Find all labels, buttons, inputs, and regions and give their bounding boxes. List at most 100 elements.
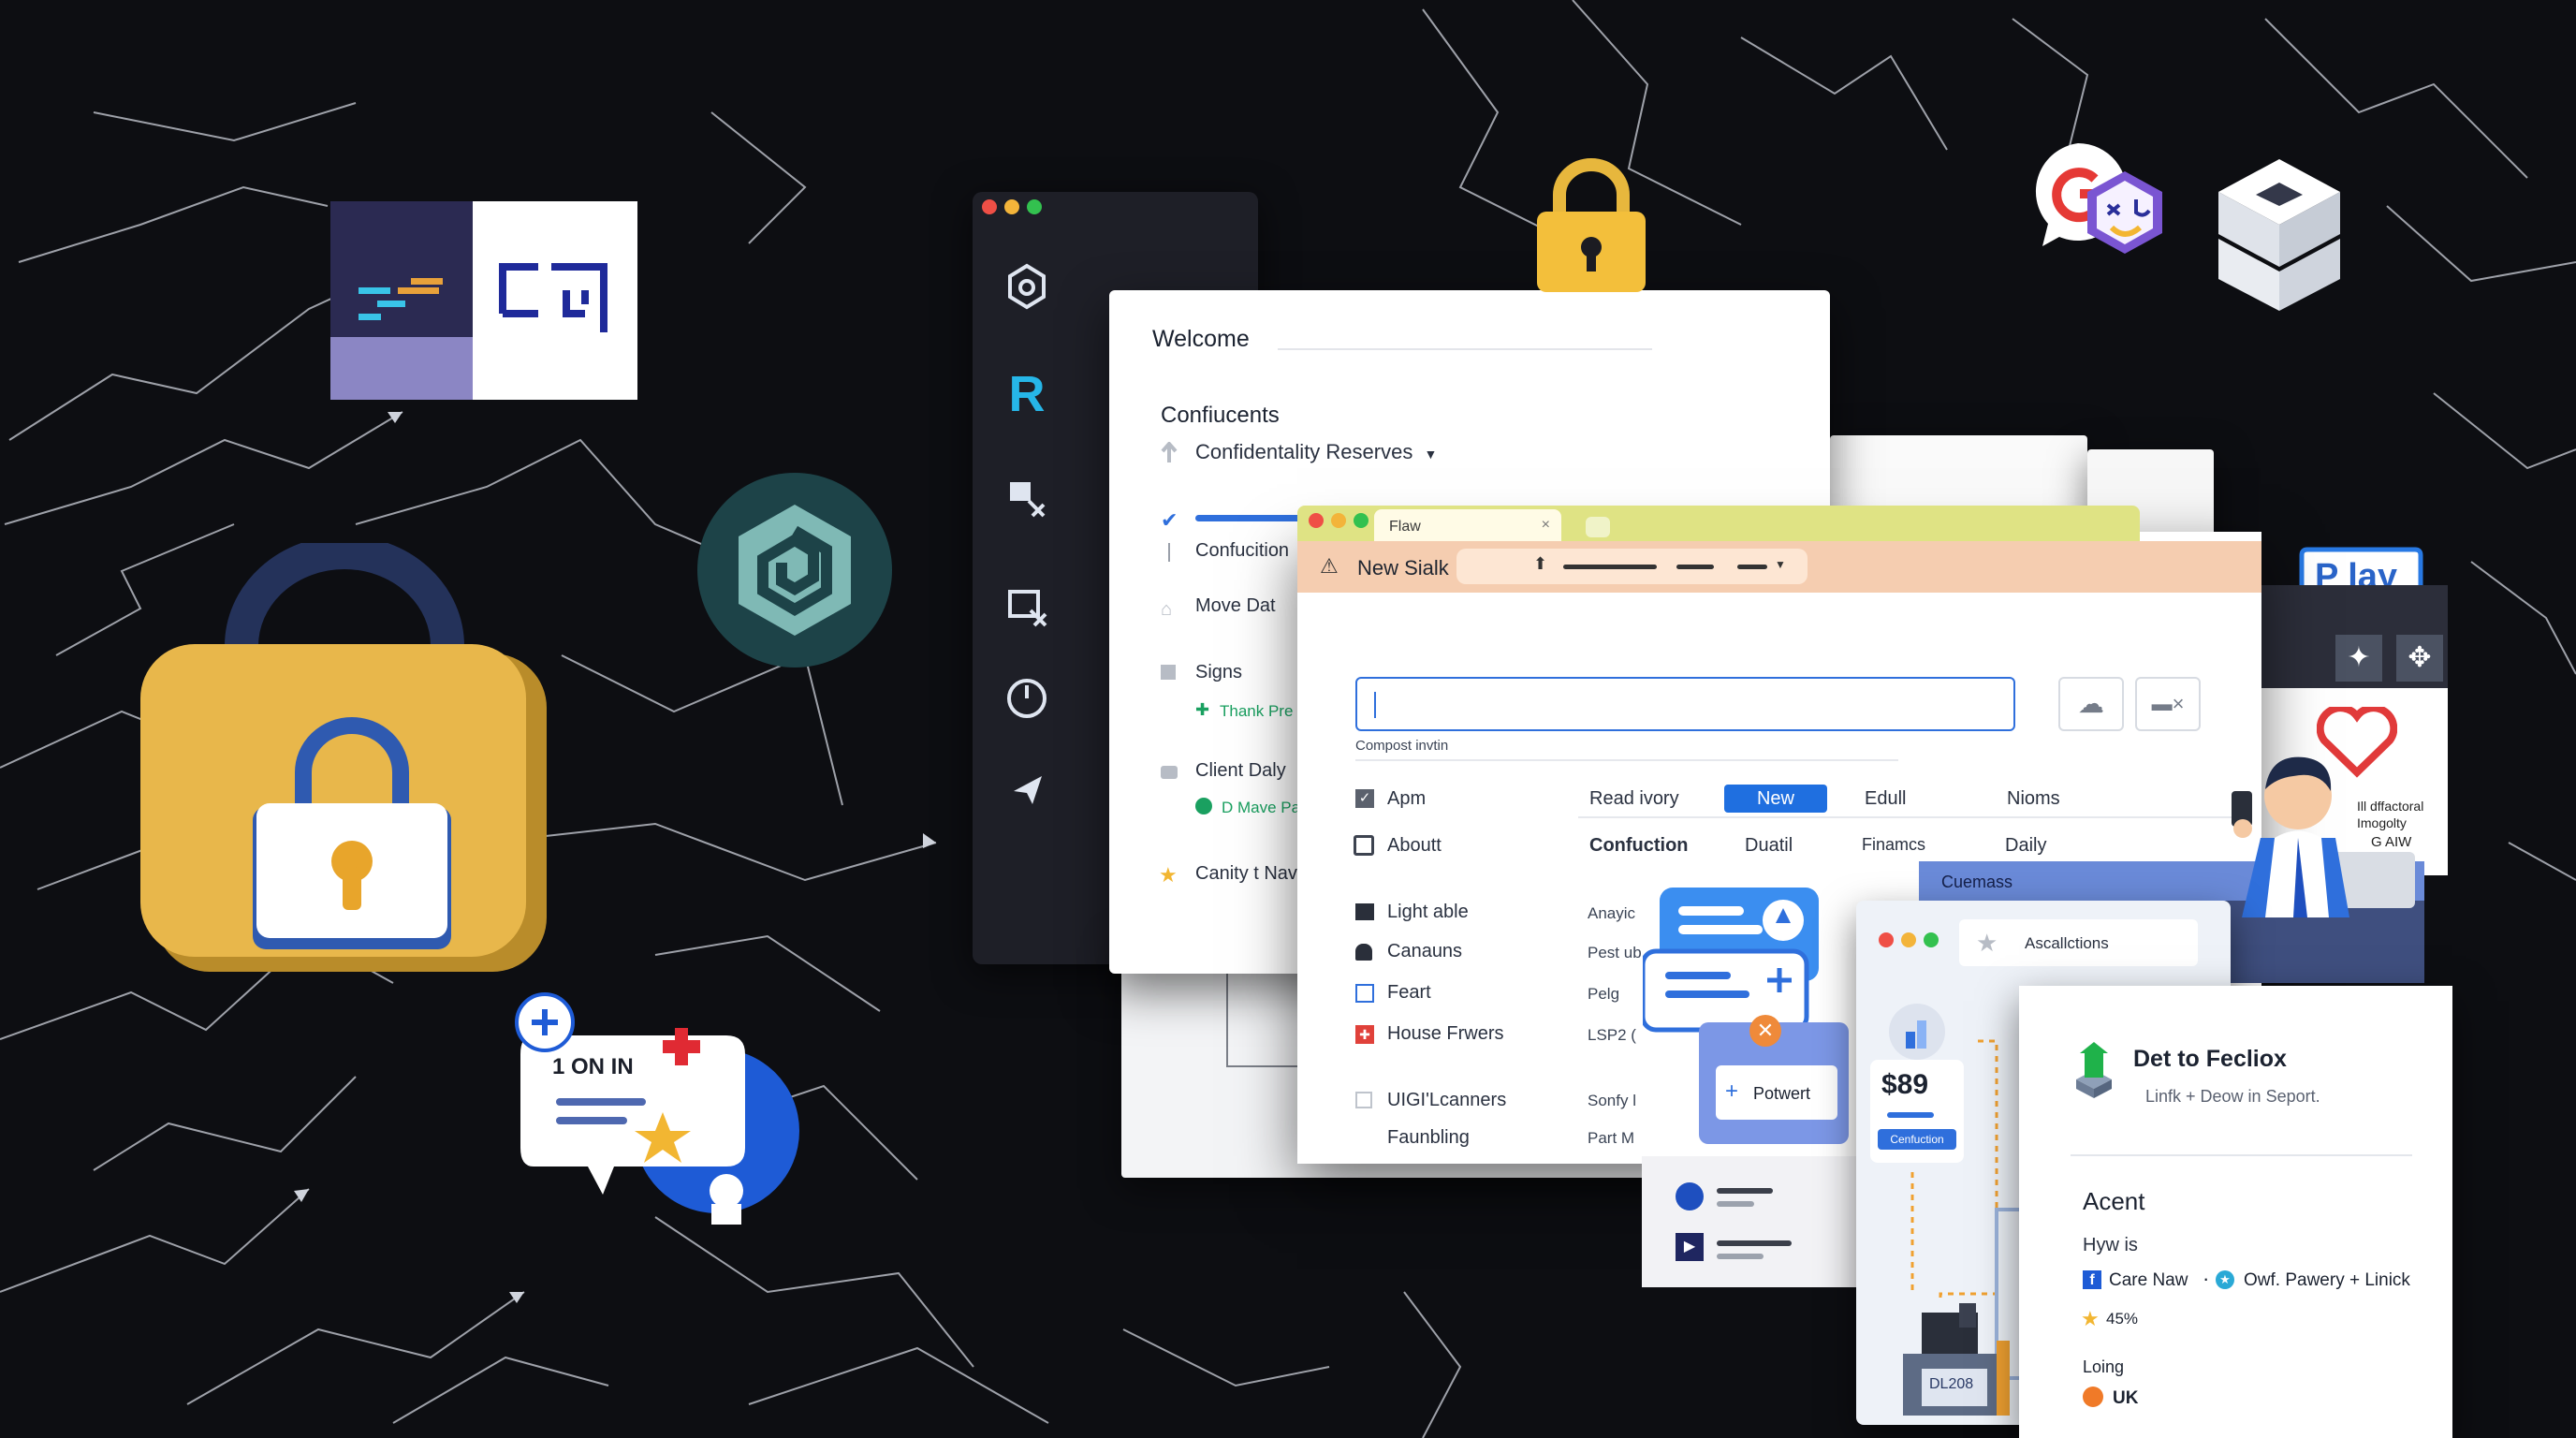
upload-icon xyxy=(1161,440,1178,464)
divider-tick xyxy=(1168,543,1170,562)
close-icon[interactable]: ✕ xyxy=(1749,1015,1781,1047)
side-note-line: Ill dffactoral xyxy=(2357,799,2424,814)
list-item[interactable]: Aboutt xyxy=(1387,835,1442,856)
grid-icon[interactable]: ✥ xyxy=(2396,635,2443,682)
checkbox-icon[interactable] xyxy=(1355,1092,1372,1108)
server-device-icon: DL208 xyxy=(1903,1294,2025,1416)
new-tab-button[interactable] xyxy=(1586,517,1610,537)
isometric-cube-icon xyxy=(2209,150,2349,314)
main-input[interactable] xyxy=(1355,677,2015,731)
screen-cursor-icon[interactable] xyxy=(1001,473,1053,525)
window-controls xyxy=(1309,513,1376,533)
welcome-title-rule xyxy=(1278,348,1652,350)
list-item[interactable]: Feart xyxy=(1387,982,1431,1003)
maximize-window-button[interactable] xyxy=(1027,199,1042,214)
list-item[interactable]: Move Dat xyxy=(1195,595,1276,616)
green-check-icon xyxy=(1195,798,1212,814)
checkbox-checked-icon[interactable]: ✓ xyxy=(1355,789,1374,808)
tab-nioms[interactable]: Nioms xyxy=(2007,788,2060,809)
minimize-window-button[interactable] xyxy=(1331,513,1346,528)
send-arrow-icon[interactable] xyxy=(1001,763,1053,815)
tab-new[interactable]: New xyxy=(1724,785,1827,813)
browser-tab[interactable]: Flaw × xyxy=(1374,509,1561,543)
chevron-down-icon: ▼ xyxy=(1775,558,1786,571)
minimize-window-button[interactable] xyxy=(1004,199,1019,214)
r-logo-icon[interactable]: R xyxy=(1001,366,1053,422)
list-item[interactable]: Client Daly xyxy=(1195,760,1286,781)
list-item[interactable]: Signs xyxy=(1195,662,1243,682)
cloud-button[interactable]: ☁ xyxy=(2058,677,2124,731)
price-card[interactable]: $89 Cenfuction xyxy=(1870,1060,1964,1163)
warning-icon: ⚠ xyxy=(1320,554,1339,578)
clock-icon[interactable] xyxy=(1001,672,1053,725)
window-controls xyxy=(982,199,1049,219)
chat-badge[interactable]: 1 ON IN xyxy=(513,990,812,1225)
cuemass-label: Cuemass xyxy=(1941,873,2013,891)
play-icon: ▶ xyxy=(1676,1233,1704,1261)
hint-rule xyxy=(1355,759,1898,761)
browser-tab-bar: Flaw × xyxy=(1297,506,2140,543)
checkbox-icon[interactable] xyxy=(1355,984,1374,1003)
chat-icon xyxy=(1161,766,1178,779)
table-cell: Pest ub xyxy=(1588,944,1642,961)
close-window-button[interactable] xyxy=(982,199,997,214)
list-item-sub: D Mave Pa xyxy=(1222,799,1301,816)
qr-code-icon xyxy=(473,201,637,400)
list-item[interactable]: Apm xyxy=(1387,788,1427,809)
list-item[interactable]: House Frwers xyxy=(1387,1023,1504,1044)
list-item[interactable]: Confucition xyxy=(1195,540,1290,561)
card-title: Det to Fecliox xyxy=(2133,1046,2287,1072)
tab-edull[interactable]: Edull xyxy=(1865,788,1907,809)
bookmark-icon: ★ xyxy=(1976,929,1998,957)
star-badge-icon: ★ xyxy=(2216,1270,2234,1289)
close-tab-icon[interactable]: × xyxy=(1541,517,1550,533)
card-row-label[interactable]: Owf. Pawery + Linick xyxy=(2244,1270,2410,1290)
puzzle-icon[interactable]: ✦ xyxy=(2335,635,2382,682)
plus-icon: + xyxy=(1725,1078,1739,1104)
tab-read-ivory[interactable]: Read ivory xyxy=(1589,788,1679,809)
list-item[interactable]: Faunbling xyxy=(1387,1127,1470,1148)
list-item[interactable]: Canauns xyxy=(1387,941,1463,961)
minimize-window-button[interactable] xyxy=(1901,932,1916,947)
accel-search[interactable]: ★ Ascallctions xyxy=(1959,919,2198,966)
spiral-hex-logo-icon xyxy=(697,473,892,668)
text-cursor xyxy=(1374,692,1376,718)
potwert-button[interactable]: + Potwert xyxy=(1716,1065,1837,1120)
flow-header-bar: ⚠ New Sialk ⬆ ▼ xyxy=(1297,541,2261,593)
window-select-icon[interactable] xyxy=(1001,580,1053,633)
card-line: Hyw is xyxy=(2083,1235,2138,1255)
chat-badge-text: 1 ON IN xyxy=(552,1054,634,1079)
maximize-window-button[interactable] xyxy=(1354,513,1368,528)
price-chip[interactable]: Cenfuction xyxy=(1878,1129,1956,1150)
header-title: New Sialk xyxy=(1357,556,1449,580)
list-item[interactable]: UIGI'Lcanners xyxy=(1387,1090,1507,1110)
facebook-icon: f xyxy=(2083,1270,2101,1289)
flag-icon xyxy=(1161,665,1176,680)
card-row-label[interactable]: Care Naw xyxy=(2109,1270,2188,1290)
list-item[interactable]: Light able xyxy=(1387,902,1469,922)
progress-segment xyxy=(1195,515,1336,521)
list-item[interactable]: Canity t Nav xyxy=(1195,863,1297,884)
camera-close-button[interactable]: ▬× xyxy=(2135,677,2201,731)
star-icon: ★ xyxy=(1159,863,1178,887)
lock-small-icon xyxy=(1355,944,1372,961)
chevron-down-icon: ▼ xyxy=(1424,447,1438,462)
section-heading: Confiucents xyxy=(1161,403,1280,428)
table-cell: Pelg xyxy=(1588,985,1620,1003)
robot-head-icon[interactable] xyxy=(1001,260,1053,313)
home-icon: ⌂ xyxy=(1161,599,1173,620)
green-check-icon: ✚ xyxy=(1195,700,1210,719)
support-agent-illustration xyxy=(2218,735,2415,917)
header-toolbar-pill[interactable]: ⬆ ▼ xyxy=(1456,549,1808,584)
close-window-button[interactable] xyxy=(1879,932,1894,947)
code-qr-tile xyxy=(330,201,637,400)
close-window-button[interactable] xyxy=(1309,513,1324,528)
table-cell: Sonfy l xyxy=(1588,1092,1636,1109)
confidentiality-dropdown[interactable]: Confidentality Reserves ▼ xyxy=(1195,440,1437,464)
card-rule xyxy=(2071,1154,2412,1156)
message-cards-icon xyxy=(1640,878,1825,1065)
potwert-label: Potwert xyxy=(1753,1084,1811,1103)
heart-icon xyxy=(2316,704,2398,783)
column-header: Finamcs xyxy=(1862,835,1926,854)
maximize-window-button[interactable] xyxy=(1924,932,1939,947)
